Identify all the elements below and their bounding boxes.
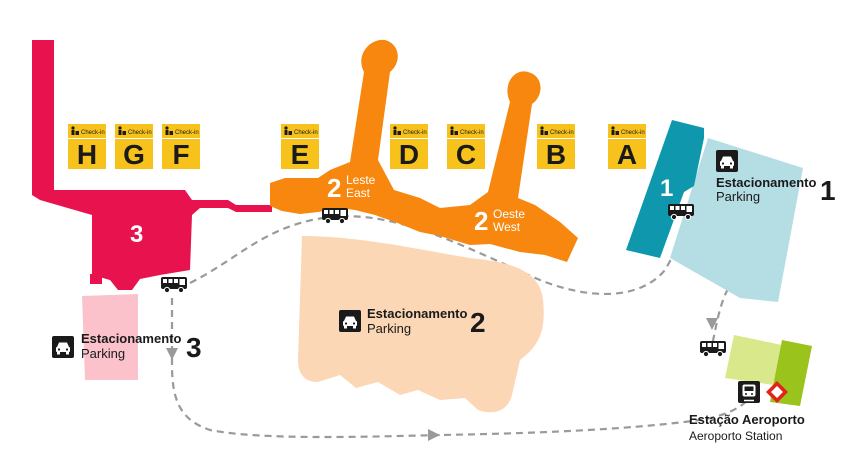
parking-2-name-en: Parking xyxy=(367,321,411,336)
people-luggage-icon xyxy=(540,126,548,135)
bus-icon xyxy=(321,207,349,225)
station-name-en: Aeroporto Station xyxy=(689,429,782,443)
route-arrow-icon xyxy=(706,318,718,330)
counter-letter-box xyxy=(608,139,646,169)
counter-letter: D xyxy=(399,139,419,170)
terminal-2-west-number: 2 xyxy=(474,206,488,236)
people-luggage-icon xyxy=(284,126,292,135)
counter-letter-box xyxy=(115,139,153,169)
bus-icon xyxy=(699,340,727,358)
terminal-2-east-name-pt: Leste xyxy=(346,173,376,187)
terminal-2-east-name-en: East xyxy=(346,186,371,200)
people-luggage-icon xyxy=(71,126,79,135)
counter-letter: H xyxy=(77,139,97,170)
parking-3-name-en: Parking xyxy=(81,346,125,361)
checkin-counter-g: Check-inG xyxy=(115,124,153,170)
counter-letter: F xyxy=(172,139,189,170)
parking-3-name-pt: Estacionamento xyxy=(81,331,181,346)
checkin-label: Check-in xyxy=(294,130,318,136)
route-arrow-icon xyxy=(428,429,440,441)
terminal-2-building xyxy=(270,39,578,262)
people-luggage-icon xyxy=(118,126,126,135)
station-name-pt: Estação Aeroporto xyxy=(689,412,805,427)
train-icon xyxy=(738,381,760,403)
counter-letter-box xyxy=(537,139,575,169)
parking-1-name-en: Parking xyxy=(716,189,760,204)
bus-icon xyxy=(667,203,695,221)
people-luggage-icon xyxy=(450,126,458,135)
terminal-3-pier-left xyxy=(90,274,102,284)
terminal-3-number: 3 xyxy=(130,221,143,248)
route-arrow-icon xyxy=(166,348,178,360)
counter-letter: A xyxy=(617,139,637,170)
counter-letter: G xyxy=(123,139,145,170)
people-luggage-icon xyxy=(611,126,619,135)
checkin-counter-f: Check-inF xyxy=(162,124,200,170)
terminal-2-east-number: 2 xyxy=(327,173,341,203)
parking-1-number: 1 xyxy=(820,175,836,206)
shuttle-route-p3-down xyxy=(170,298,441,439)
counter-letter: E xyxy=(291,139,310,170)
parking-1-area xyxy=(670,138,803,302)
checkin-counter-a: Check-inA xyxy=(608,124,646,170)
car-icon xyxy=(339,310,361,332)
terminal-2-west-name-pt: Oeste xyxy=(493,207,525,221)
car-icon xyxy=(52,336,74,358)
checkin-label: Check-in xyxy=(81,130,105,136)
checkin-label: Check-in xyxy=(621,130,645,136)
checkin-counter-e: Check-inE xyxy=(281,124,319,170)
checkin-label: Check-in xyxy=(550,130,574,136)
people-luggage-icon xyxy=(165,126,173,135)
metro-logo-icon xyxy=(766,381,788,403)
terminal-1-building xyxy=(626,120,704,258)
terminal-3-pier-right xyxy=(118,272,134,282)
parking-3-number: 3 xyxy=(186,332,202,363)
terminal-2-west-name-en: West xyxy=(493,220,521,234)
terminal-3-building xyxy=(32,40,272,290)
checkin-counter-b: Check-inB xyxy=(537,124,575,170)
counter-letter-box xyxy=(281,139,319,169)
checkin-label: Check-in xyxy=(175,130,199,136)
counter-letter: C xyxy=(456,139,476,170)
parking-1-name-pt: Estacionamento xyxy=(716,175,816,190)
checkin-counter-c: Check-inC xyxy=(447,124,485,170)
parking-3-area xyxy=(82,294,138,380)
checkin-counter-h: Check-inH xyxy=(68,124,106,170)
checkin-counter-d: Check-inD xyxy=(390,124,428,170)
checkin-label: Check-in xyxy=(460,130,484,136)
parking-2-number: 2 xyxy=(470,307,486,338)
counter-letter-box xyxy=(162,139,200,169)
station-light-area xyxy=(725,335,782,385)
people-luggage-icon xyxy=(393,126,401,135)
counter-letter-box xyxy=(390,139,428,169)
counter-letter-box xyxy=(68,139,106,169)
shuttle-route-t3-t1 xyxy=(189,204,692,295)
parking-2-area xyxy=(298,236,544,413)
counter-letter: B xyxy=(546,139,566,170)
car-icon xyxy=(716,150,738,172)
checkin-label: Check-in xyxy=(403,130,427,136)
terminal-1-number: 1 xyxy=(660,175,673,202)
bus-icon xyxy=(160,276,188,294)
counter-letter-box xyxy=(447,139,485,169)
parking-2-name-pt: Estacionamento xyxy=(367,306,467,321)
checkin-counters: Check-inHCheck-inGCheck-inFCheck-inEChec… xyxy=(68,124,646,170)
checkin-label: Check-in xyxy=(128,130,152,136)
